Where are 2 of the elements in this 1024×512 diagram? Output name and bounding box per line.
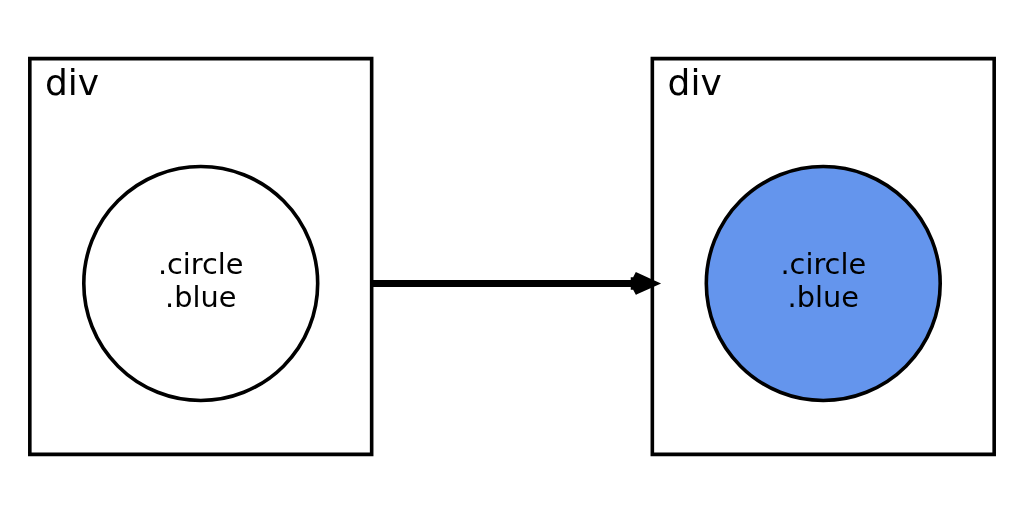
node-circle: .circle .blue bbox=[704, 164, 942, 402]
node-circle: .circle .blue bbox=[82, 164, 320, 402]
